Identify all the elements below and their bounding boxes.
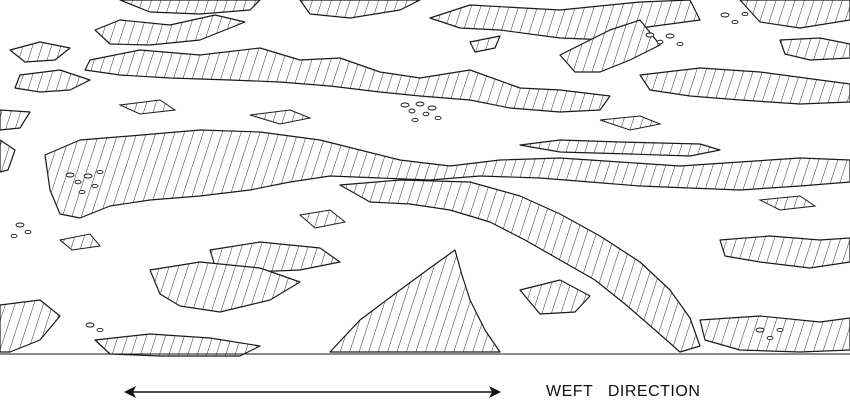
hatched-patch bbox=[94, 14, 246, 46]
hatched-patch bbox=[519, 279, 591, 315]
hatched-patch bbox=[739, 0, 850, 29]
fabric-pattern-illustration bbox=[0, 0, 850, 357]
hatched-patch bbox=[0, 139, 16, 173]
hatched-fragment bbox=[298, 209, 347, 229]
hatched-patch bbox=[519, 139, 721, 157]
hatched-fragment bbox=[249, 109, 312, 125]
hatched-patch bbox=[339, 179, 701, 353]
weft-direction-label: WEFT DIRECTION bbox=[546, 383, 701, 400]
hatched-patch bbox=[149, 261, 301, 313]
hatched-patch bbox=[719, 235, 850, 269]
weft-direction-arrow bbox=[124, 386, 501, 398]
hatched-patch bbox=[14, 69, 91, 93]
hatched-patch bbox=[119, 0, 261, 15]
speckle-cluster bbox=[645, 11, 749, 47]
hatched-patch bbox=[429, 0, 701, 41]
hatched-patch bbox=[0, 299, 61, 353]
speckle-cluster bbox=[65, 169, 104, 195]
hatched-patch bbox=[469, 35, 501, 53]
hatched-patch bbox=[84, 47, 611, 113]
hatched-patch bbox=[779, 37, 850, 61]
hatched-patch bbox=[559, 19, 661, 73]
speckle-cluster bbox=[400, 101, 442, 123]
hatched-fragment bbox=[58, 233, 101, 251]
hatched-fragment bbox=[758, 195, 817, 211]
hatched-patch bbox=[639, 67, 850, 105]
hatched-patch bbox=[0, 109, 31, 131]
hatched-patch bbox=[329, 249, 501, 353]
hatched-patch bbox=[299, 0, 421, 19]
hatched-fragment bbox=[599, 115, 662, 131]
hatched-patch bbox=[94, 333, 261, 357]
hatched-fragment bbox=[118, 99, 177, 115]
hatched-patch bbox=[699, 315, 850, 353]
speckle-cluster bbox=[10, 222, 784, 341]
hatched-patch bbox=[44, 129, 850, 219]
hatched-patch bbox=[9, 41, 71, 63]
